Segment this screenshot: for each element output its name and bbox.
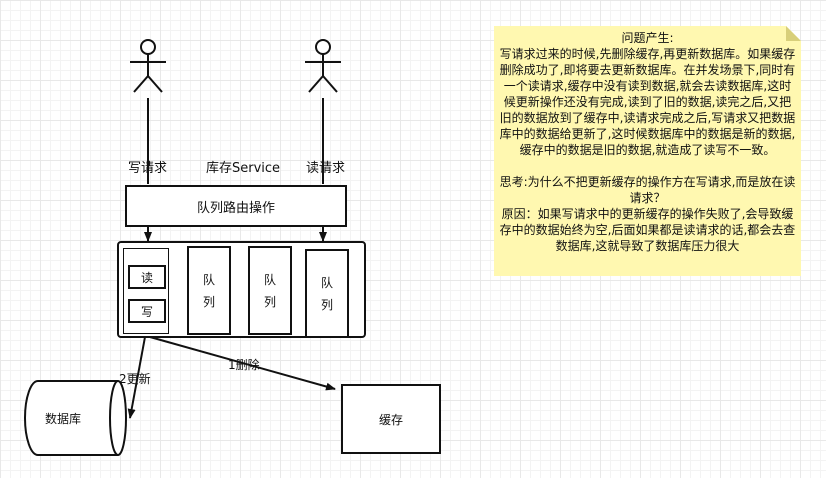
write-request-label: 写请求 (128, 161, 168, 176)
note-reason: 原因：如果写请求中的更新缓存的操作失败了,会导致缓存中的数据始终为空,后面如果都… (499, 207, 796, 253)
queue-box-1: 队 列 (187, 246, 231, 335)
note-title: 问题产生: (621, 31, 674, 45)
update-edge-label: 2更新 (119, 372, 151, 386)
queue-box-2: 队 列 (248, 246, 292, 335)
note-question: 思考:为什么不把更新缓存的操作方在写请求,而是放在读请求？ (499, 175, 796, 205)
queue-box-3: 队 列 (305, 249, 349, 338)
queue-routing-label: 队列路由操作 (196, 200, 275, 216)
update-edge (127, 336, 146, 419)
read-request-label: 读请求 (306, 161, 346, 176)
delete-edge-label: 1删除 (228, 358, 260, 372)
cache-box: 缓存 (341, 384, 441, 454)
write-op-label: 写 (140, 304, 153, 319)
queue-1-label: 队 列 (202, 272, 215, 309)
note-body: 写请求过来的时候,先删除缓存,再更新数据库。如果缓存删除成功了,即将要去更新数据… (499, 47, 796, 157)
database-label: 数据库 (45, 412, 82, 426)
write-request-actor (130, 39, 166, 93)
problem-note: 问题产生: 写请求过来的时候,先删除缓存,再更新数据库。如果缓存删除成功了,即将… (494, 26, 801, 276)
write-op-box: 写 (128, 299, 166, 323)
database-cylinder (24, 380, 127, 456)
queue-routing-box: 队列路由操作 (125, 185, 347, 227)
read-op-box: 读 (128, 265, 166, 289)
delete-edge (149, 336, 336, 391)
inventory-service-label: 库存Service (206, 161, 281, 176)
queue-3-label: 队 列 (320, 275, 333, 312)
read-op-label: 读 (140, 270, 153, 285)
read-request-actor (305, 39, 341, 93)
cache-label: 缓存 (378, 412, 403, 427)
queue-2-label: 队 列 (263, 272, 276, 309)
